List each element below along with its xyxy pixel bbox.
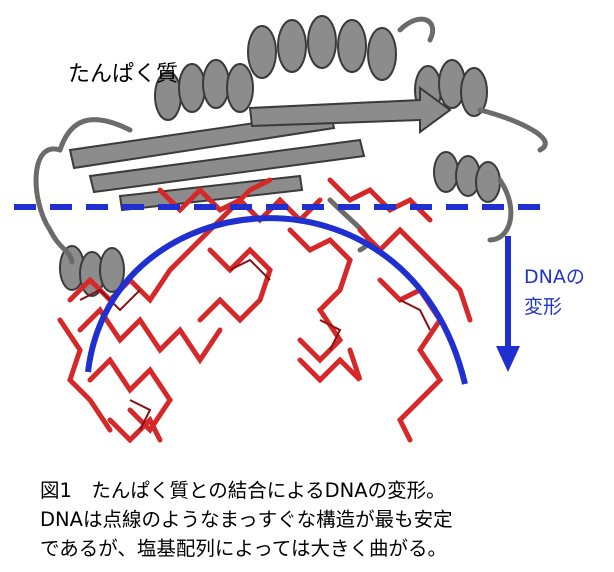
protein-dna-illustration: [14, 15, 548, 444]
helix-left: [154, 59, 254, 121]
helix-top: [247, 15, 397, 81]
helix-lower-right: [433, 151, 501, 203]
dna-deformation-label-line2: 変形: [524, 296, 563, 318]
caption-line-3: であるが、塩基配列によっては大きく曲がる。: [40, 537, 447, 560]
caption-line-2: DNAは点線のようなまっすぐな構造が最も安定: [40, 508, 453, 531]
dna-sticks: [57, 177, 473, 444]
caption-line-1: 図1 たんぱく質との結合によるDNAの変形。: [40, 479, 446, 502]
dna-deformation-label-line1: DNAの: [524, 266, 585, 288]
dna-sticks-dark: [79, 258, 431, 431]
figure: たんぱく質 DNAの 変形: [14, 15, 585, 444]
figure-caption: 図1 たんぱく質との結合によるDNAの変形。 DNAは点線のようなまっすぐな構造…: [40, 476, 610, 563]
dna-deformation-label: DNAの 変形: [524, 262, 585, 322]
protein-label: たんぱく質: [68, 62, 179, 87]
down-arrow-icon: [496, 236, 520, 372]
bent-dna-arc: [85, 215, 468, 385]
